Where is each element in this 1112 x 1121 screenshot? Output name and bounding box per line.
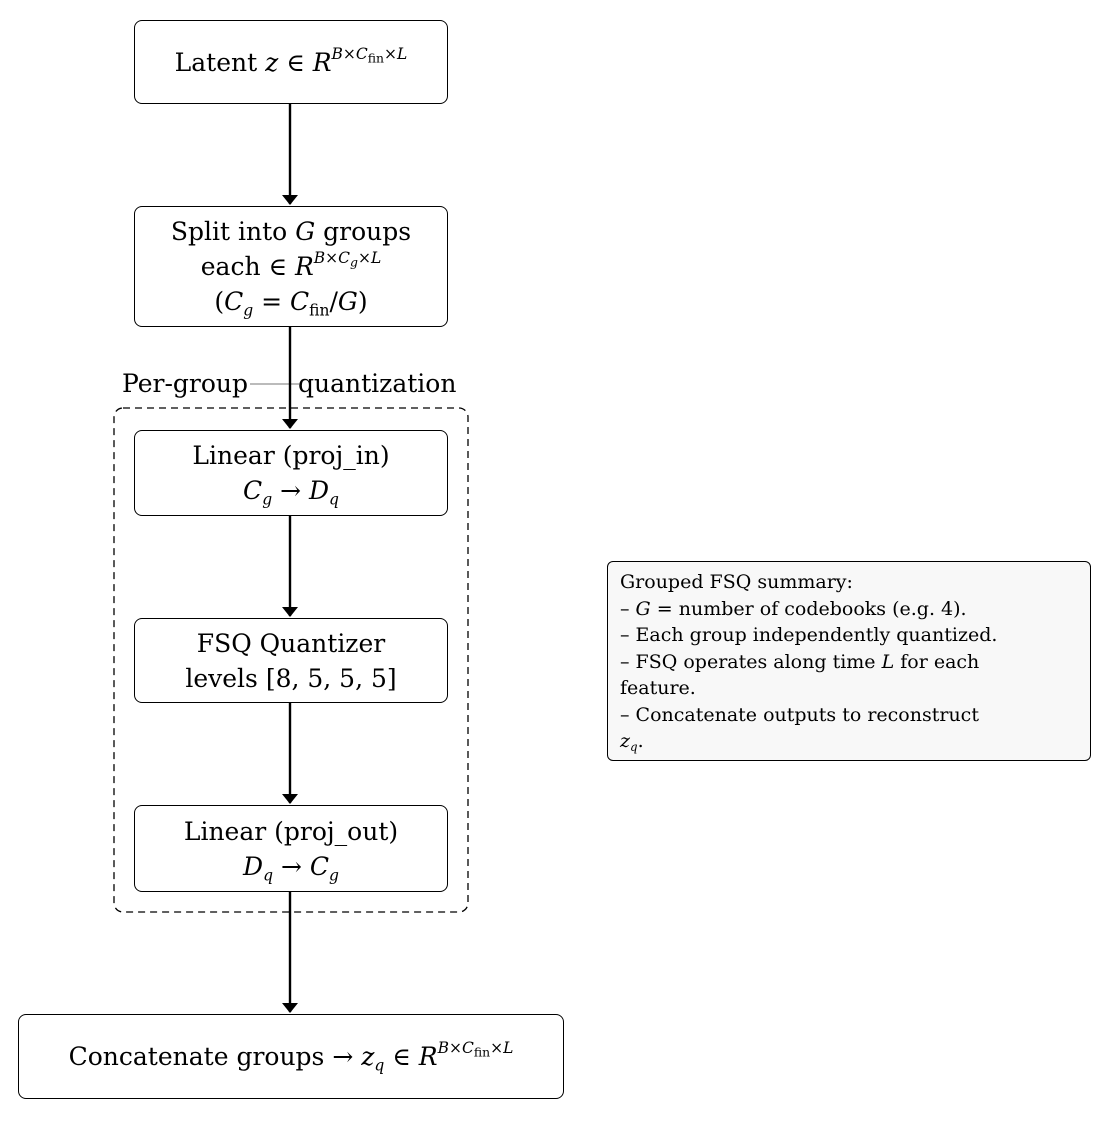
summary-line-time: – FSQ operates along time L for each <box>620 650 980 673</box>
cluster-label-left: Per-group <box>122 369 249 398</box>
node-proj-in: Linear (proj_in) Cg → Dq <box>134 430 448 516</box>
summary-line-zq: zq. <box>620 730 644 755</box>
summary-box: Grouped FSQ summary: – G = number of cod… <box>607 561 1091 761</box>
node-concatenate: Concatenate groups → zq ∈ RB×Cfin×L <box>18 1014 564 1099</box>
node-proj-out-title: Linear (proj_out) <box>183 816 399 846</box>
node-split-line1: Split into G groups <box>170 217 412 246</box>
node-latent-text: Latent z ∈ RB×Cfin×L <box>174 44 408 77</box>
node-fsq-quantizer: FSQ Quantizer levels [8, 5, 5, 5] <box>134 618 448 703</box>
node-fsq-levels: levels [8, 5, 5, 5] <box>185 663 397 693</box>
summary-line-codebooks: – G = number of codebooks (e.g. 4). <box>620 597 967 620</box>
summary-line-feature: feature. <box>620 677 696 699</box>
node-proj-out: Linear (proj_out) Dq → Cg <box>134 805 448 892</box>
node-split-line2: each ∈ RB×Cg×L <box>200 249 382 281</box>
node-proj-out-mapping: Dq → Cg <box>243 851 339 884</box>
node-proj-in-mapping: Cg → Dq <box>243 476 339 509</box>
node-split-line3: (Cg = Cfin/G) <box>214 287 368 320</box>
cluster-label-right: quantization <box>298 369 457 398</box>
node-fsq-title: FSQ Quantizer <box>196 628 386 658</box>
summary-line-independent: – Each group independently quantized. <box>620 624 998 646</box>
summary-title: Grouped FSQ summary: <box>620 571 853 593</box>
node-split-groups: Split into G groups each ∈ RB×Cg×L (Cg =… <box>134 206 448 327</box>
node-proj-in-title: Linear (proj_in) <box>192 441 390 470</box>
node-latent: Latent z ∈ RB×Cfin×L <box>134 20 448 104</box>
node-concatenate-text: Concatenate groups → zq ∈ RB×Cfin×L <box>68 1039 514 1075</box>
summary-line-concatenate: – Concatenate outputs to reconstruct <box>620 703 979 726</box>
